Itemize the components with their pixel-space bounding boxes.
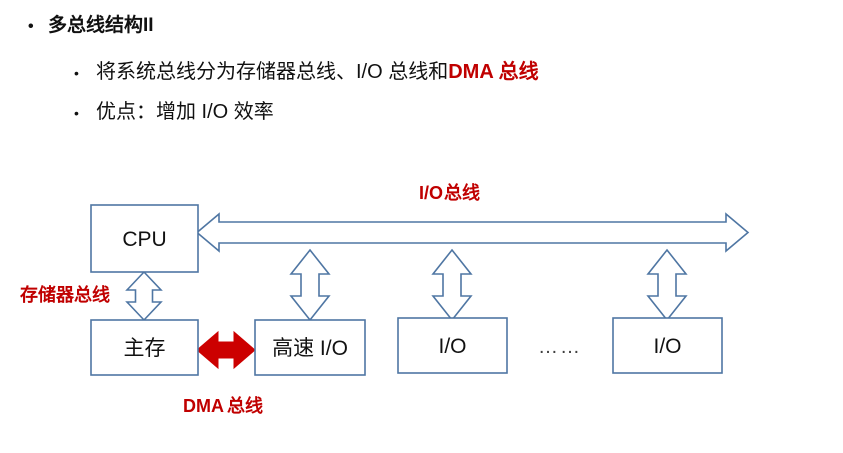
page-title: 多总线结构II [48,15,154,36]
io-bus-arrow [195,212,750,253]
label-io-bus: I/O 总线 [419,182,480,203]
multi-bus-architecture-diagram: CPU 主存 高速 I/O I/O I/O …… 存储器总线 I/O 总线 DM… [0,150,843,450]
memory-bus-arrow [125,270,163,322]
dma-bus-arrow [196,330,256,370]
io1-connector-arrow [431,248,473,322]
bullet-text-plain: 优点：增加 I/O 效率 [96,101,274,123]
box-fast-io: 高速 I/O [254,319,366,376]
ion-connector-arrow [646,248,688,322]
bullet-level2-buses: • 将系统总线分为存储器总线、I/O 总线和 DMA 总线 [74,55,539,84]
bullet-text-plain: 将系统总线分为存储器总线、I/O 总线和 [96,61,449,83]
box-io-n: I/O [612,317,723,374]
bullet-marker-icon: • [74,65,79,81]
ellipsis-label: …… [538,336,582,358]
label-io-bus-prefix: I/O [419,183,443,203]
bullet-marker-icon: • [28,18,34,35]
box-label-io-n: I/O [653,335,681,358]
bullet-marker-icon: • [74,105,79,121]
fast-io-connector-arrow [289,248,331,322]
label-memory-bus: 存储器总线 [20,284,110,305]
box-label-fast-io: 高速 I/O [272,337,348,360]
label-dma-bus-prefix: DMA [183,396,224,416]
bullet-text-highlight-dma: DMA 总线 [448,61,539,83]
bullet-level2-advantage: • 优点：增加 I/O 效率 [74,95,274,124]
label-dma-bus: DMA 总线 [183,395,263,416]
box-label-main-memory: 主存 [124,337,166,360]
label-dma-bus-suffix: 总线 [227,395,263,416]
bullet-level1-title: • 多总线结构II [28,10,154,37]
box-cpu: CPU [90,204,199,273]
label-io-bus-suffix: 总线 [444,182,480,203]
box-io-1: I/O [397,317,508,374]
box-label-io-1: I/O [438,335,466,358]
box-label-cpu: CPU [122,228,166,251]
box-main-memory: 主存 [90,319,199,376]
